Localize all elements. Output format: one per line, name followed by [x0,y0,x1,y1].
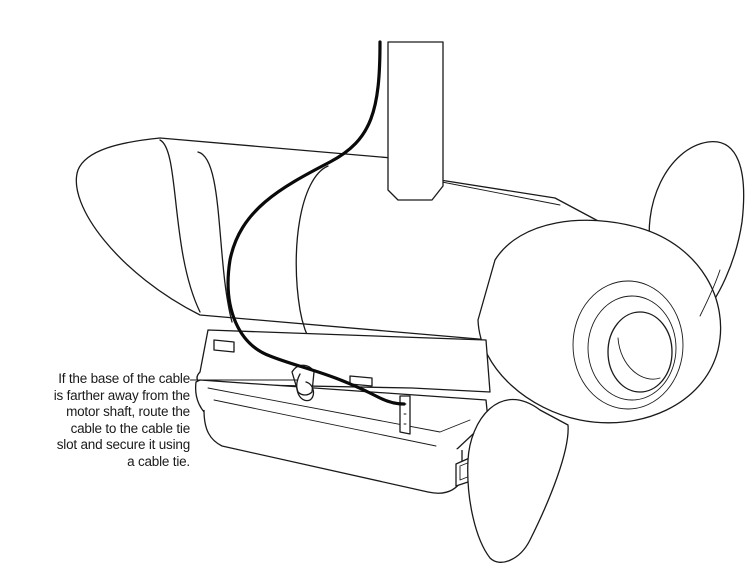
bracket-rim [207,387,471,433]
callout-line: motor shaft, route the [66,404,190,419]
callout-line: slot and secure it using [56,437,190,452]
propeller-blade-edge [699,269,721,317]
callout-text: If the base of the cable is farther away… [2,371,190,470]
tube-hub-shadow [617,337,661,380]
band-seam-front [197,151,233,323]
callout-line: is farther away from the [53,387,190,403]
callout-line: a cable tie. [127,453,190,469]
tube-rear-rim [477,219,722,424]
tube-inner-ring-2 [587,295,677,401]
housing-top-line [441,181,561,206]
cable-tie-loop [296,373,315,402]
callout-line: If the base of the cable [58,371,190,386]
nose-seam [159,139,201,313]
callout-line: cable to the cable tie [70,420,191,436]
bracket-tab-mid [349,375,373,387]
tube-inner-ring [572,280,684,410]
bracket-edge-line [213,399,437,447]
motor-shaft [387,41,444,201]
bracket-post-right [399,395,411,435]
transducer-cable [226,40,406,406]
propeller-blade-lower [467,398,569,563]
bracket-tab-left [213,339,235,353]
tube-hub [607,311,673,393]
